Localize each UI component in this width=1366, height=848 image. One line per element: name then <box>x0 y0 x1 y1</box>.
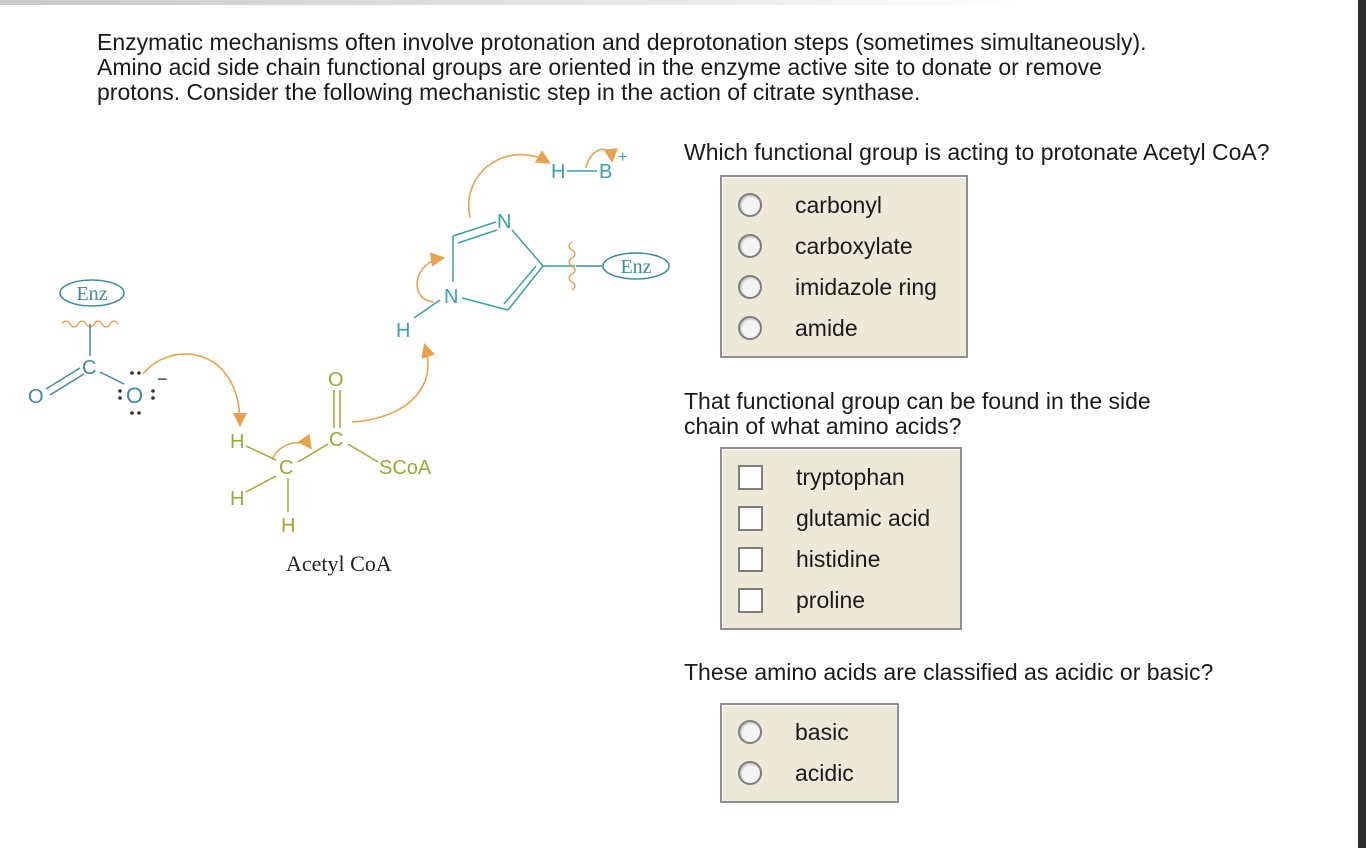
atom-nitrogen: N <box>444 286 458 308</box>
arrow-carbonyl-to-h <box>351 342 436 423</box>
checkbox[interactable] <box>738 587 763 613</box>
radio-button[interactable] <box>738 234 762 258</box>
atom-hydrogen: H <box>230 431 244 453</box>
double-bond <box>49 373 85 396</box>
atom-oxygen-anion: O <box>126 383 143 408</box>
top-divider <box>0 0 1366 5</box>
option-histidine[interactable]: histidine <box>738 544 880 574</box>
option-label: histidine <box>796 545 881 572</box>
atom-base: B <box>599 161 612 183</box>
question-acidic-basic: These amino acids are classified as acid… <box>684 660 1213 685</box>
option-label: proline <box>796 586 866 613</box>
charge-plus: + <box>618 149 627 166</box>
radio-button[interactable] <box>738 316 762 340</box>
double-bond <box>452 221 497 237</box>
enzyme-right-badge <box>602 252 670 280</box>
option-label: basic <box>795 718 849 745</box>
double-bond <box>45 367 81 390</box>
arrow-nh-to-n <box>416 252 446 303</box>
checkbox[interactable] <box>738 505 763 531</box>
question-protonating-group: Which functional group is acting to prot… <box>684 140 1270 165</box>
option-imidazole-ring[interactable]: imidazole ring <box>738 272 937 302</box>
bond <box>511 229 544 267</box>
bond <box>245 475 277 493</box>
choice-group-functional-group: carbonyl carboxylate imidazole ring amid… <box>720 175 968 358</box>
atom-nitrogen: N <box>497 211 511 233</box>
enzyme-left-badge <box>59 279 125 307</box>
question-text: These amino acids are classified as acid… <box>684 659 1214 685</box>
radio-button[interactable] <box>738 275 762 299</box>
option-tryptophan[interactable]: tryptophan <box>738 462 905 492</box>
scoa-label: SCoA <box>379 457 432 479</box>
option-carbonyl[interactable]: carbonyl <box>738 190 882 220</box>
question-text: That functional group can be found in th… <box>684 388 1151 414</box>
option-label: tryptophan <box>796 463 905 490</box>
option-acidic[interactable]: acidic <box>738 758 854 788</box>
question-text: Which functional group is acting to prot… <box>684 139 1270 165</box>
atom-hydrogen: H <box>281 515 295 537</box>
checkbox[interactable] <box>738 464 763 490</box>
arrow-ch-to-cc <box>271 433 312 461</box>
intro-line: protons. Consider the following mechanis… <box>97 79 921 105</box>
checkbox[interactable] <box>738 546 763 572</box>
double-bond <box>457 229 498 244</box>
acetyl-coa-caption: Acetyl CoA <box>286 551 392 576</box>
bond <box>297 443 329 463</box>
bond <box>461 297 509 311</box>
bond <box>99 371 125 385</box>
bond <box>245 445 277 461</box>
atom-carbon: C <box>279 457 293 479</box>
option-amide[interactable]: amide <box>738 313 858 343</box>
question-text: chain of what amino acids? <box>684 413 962 439</box>
atom-carbon: C <box>329 429 343 451</box>
arrow-n-to-h <box>467 150 551 219</box>
option-label: carbonyl <box>795 191 882 218</box>
enzyme-left-label: Enz <box>76 283 107 305</box>
choice-group-classification: basic acidic <box>720 703 899 803</box>
bond <box>413 299 441 319</box>
radio-button[interactable] <box>738 761 762 785</box>
option-basic[interactable]: basic <box>738 717 849 747</box>
bond <box>347 443 379 463</box>
option-label: acidic <box>795 759 854 786</box>
option-label: amide <box>795 314 858 341</box>
option-carboxylate[interactable]: carboxylate <box>738 231 913 261</box>
atom-carbon: C <box>82 357 96 379</box>
question-amino-acids: That functional group can be found in th… <box>684 389 1151 439</box>
double-bond <box>507 265 544 311</box>
radio-button[interactable] <box>738 193 762 217</box>
option-label: carboxylate <box>795 232 913 259</box>
mechanism-scheme: Enz C O O − H H H C C O SCoA Acetyl CoA … <box>28 148 670 576</box>
enzyme-right-label: Enz <box>620 256 651 278</box>
atom-hydrogen: H <box>396 320 410 342</box>
window-edge <box>1358 0 1366 848</box>
option-proline[interactable]: proline <box>738 585 865 615</box>
intro-text: Enzymatic mechanisms often involve proto… <box>97 30 1257 105</box>
atom-oxygen: O <box>328 369 344 391</box>
double-bond <box>503 265 537 305</box>
lone-pairs <box>118 371 155 415</box>
option-label: imidazole ring <box>795 273 937 300</box>
option-glutamic-acid[interactable]: glutamic acid <box>738 503 930 533</box>
arrow-hb-to-b <box>585 148 618 169</box>
choice-group-amino-acids: tryptophan glutamic acid histidine proli… <box>720 447 962 630</box>
intro-line: Enzymatic mechanisms often involve proto… <box>97 29 1147 55</box>
option-label: glutamic acid <box>796 504 931 531</box>
atom-hydrogen: H <box>230 488 244 510</box>
atom-hydrogen: H <box>551 161 565 183</box>
atom-oxygen: O <box>28 386 44 408</box>
radio-button[interactable] <box>738 720 762 744</box>
intro-line: Amino acid side chain functional groups … <box>97 54 1102 80</box>
arrow-carboxylate-to-h <box>142 353 248 428</box>
charge-minus: − <box>157 369 168 389</box>
enzyme-right-wavy-bond <box>568 241 576 291</box>
